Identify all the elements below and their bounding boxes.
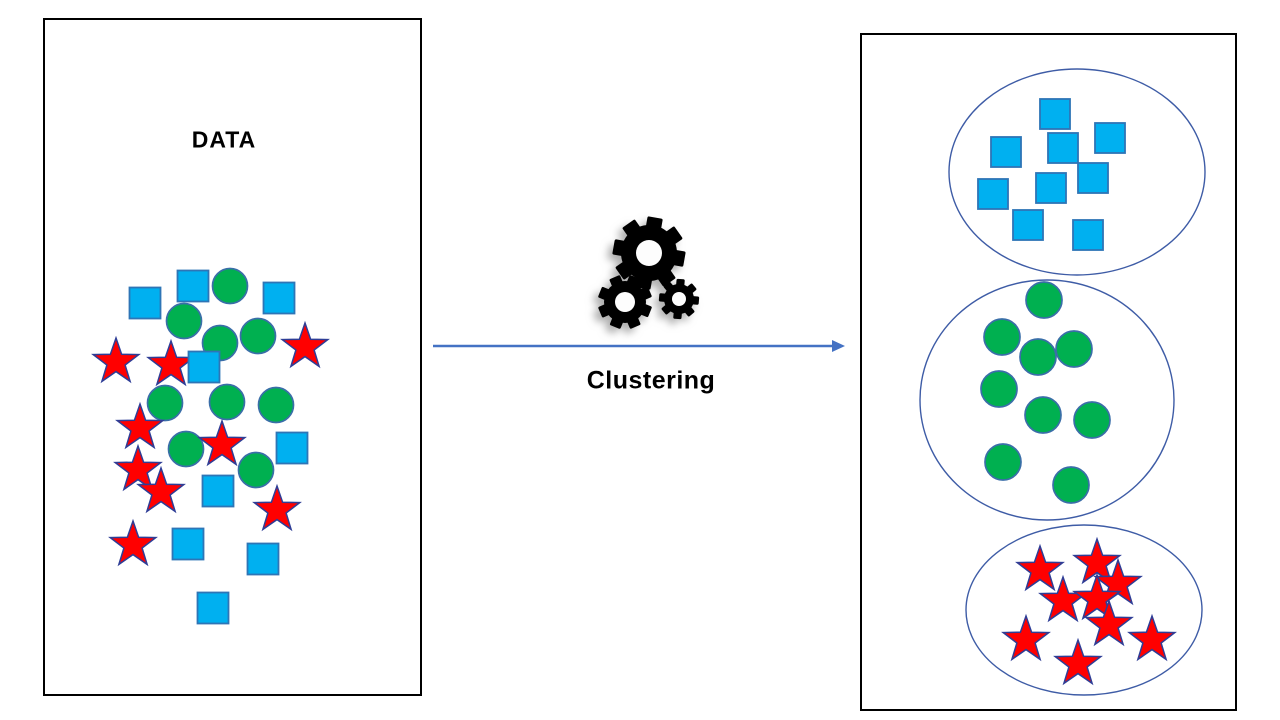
data-point-square — [1077, 162, 1109, 194]
data-point-star — [1053, 637, 1103, 686]
data-point-circle — [984, 443, 1022, 481]
gear — [598, 275, 652, 329]
gear-hole — [672, 292, 686, 306]
data-point-star — [280, 320, 330, 369]
data-point-square — [201, 474, 235, 508]
data-point-square — [176, 269, 210, 303]
data-point-circle — [983, 318, 1021, 356]
data-point-star — [136, 465, 186, 514]
data-point-circle — [980, 370, 1018, 408]
data-point-circle — [257, 386, 295, 424]
data-point-square — [196, 591, 230, 625]
data-point-star — [115, 401, 165, 450]
data-point-circle — [165, 302, 203, 340]
gear-hole — [615, 292, 635, 312]
gear — [612, 216, 686, 290]
data-point-circle — [1073, 401, 1111, 439]
cluster-circles-ellipse — [919, 279, 1175, 521]
gears-icon — [598, 216, 700, 329]
data-point-square — [262, 281, 296, 315]
data-point-circle — [1052, 466, 1090, 504]
data-point-square — [990, 136, 1022, 168]
data-point-star — [1001, 613, 1051, 662]
data-point-star — [113, 443, 163, 492]
data-point-circle — [1019, 338, 1057, 376]
data-point-circle — [239, 317, 277, 355]
clustering-label: Clustering — [586, 366, 716, 395]
data-point-circle — [1025, 281, 1063, 319]
data-box — [43, 18, 422, 696]
data-point-square — [246, 542, 280, 576]
data-point-square — [1094, 122, 1126, 154]
data-point-square — [1035, 172, 1067, 204]
clusters-box — [860, 33, 1237, 711]
data-point-square — [275, 431, 309, 465]
data-point-star — [197, 418, 247, 467]
data-point-star — [1072, 572, 1122, 621]
data-point-square — [187, 350, 221, 384]
data-point-square — [1072, 219, 1104, 251]
data-point-star — [1084, 598, 1134, 647]
cluster-stars-ellipse — [965, 524, 1203, 696]
gear-tooth — [657, 268, 676, 287]
gear-hole — [636, 240, 662, 266]
gear-tooth — [622, 219, 641, 238]
data-point-square — [977, 178, 1009, 210]
data-point-star — [1072, 536, 1122, 585]
gear — [658, 278, 700, 320]
data-point-circle — [237, 451, 275, 489]
data-point-star — [1127, 613, 1177, 662]
cluster-squares-ellipse — [948, 68, 1206, 276]
data-point-circle — [1024, 396, 1062, 434]
arrow-head — [832, 340, 845, 352]
data-point-square — [1047, 132, 1079, 164]
clustering-arrow — [433, 340, 845, 352]
data-point-star — [146, 338, 196, 387]
gear-tooth — [664, 226, 683, 245]
data-point-star — [252, 483, 302, 532]
data-point-circle — [208, 383, 246, 421]
data-point-circle — [167, 430, 205, 468]
data-point-star — [91, 335, 141, 384]
data-point-star — [1015, 543, 1065, 592]
data-point-square — [128, 286, 162, 320]
data-point-circle — [146, 384, 184, 422]
data-box-title: DATA — [191, 126, 257, 153]
data-point-square — [1012, 209, 1044, 241]
data-point-circle — [1055, 330, 1093, 368]
data-point-square — [171, 527, 205, 561]
data-point-star — [108, 518, 158, 567]
gear-tooth — [615, 261, 634, 280]
data-point-circle — [211, 267, 249, 305]
data-point-square — [1039, 98, 1071, 130]
